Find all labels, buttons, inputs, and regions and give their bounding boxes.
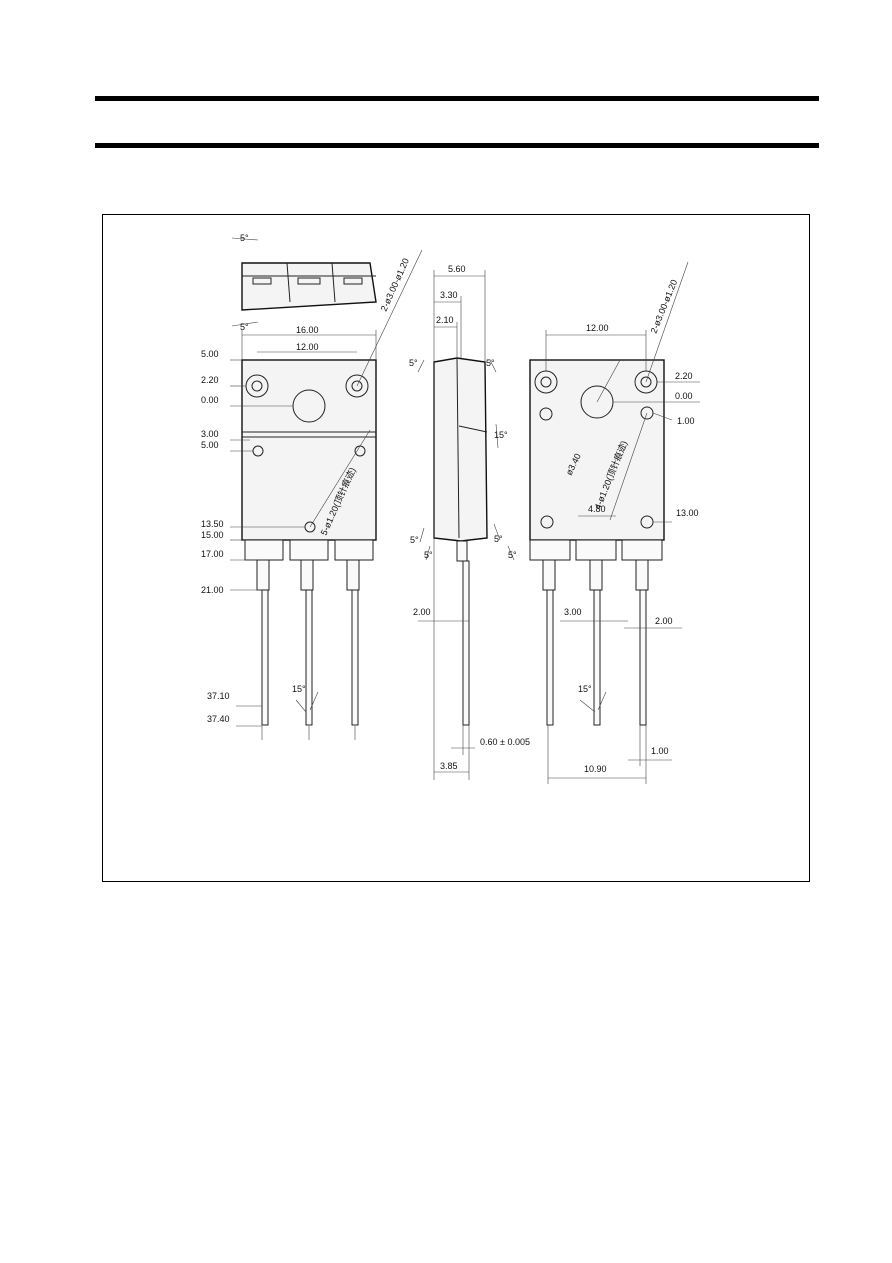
back-body xyxy=(529,359,665,541)
front-width-16: 16.00 xyxy=(296,325,319,335)
side-angle-mid: 15° xyxy=(494,430,508,440)
side-angle-bottom-left-2: 5° xyxy=(424,550,433,560)
side-dim-3-85: 3.85 xyxy=(440,761,458,771)
front-dim-37-40: 37.40 xyxy=(207,714,230,724)
back-angle-lead: 15° xyxy=(578,684,592,694)
back-dim-12-00: 12.00 xyxy=(586,323,609,333)
side-view: 5.60 3.30 2.10 5° 5° 15° 5° 5° 5° 5° 2.0… xyxy=(409,264,530,780)
side-dim-lead-thickness: 0.60 ± 0.005 xyxy=(480,737,530,747)
back-dim-2-20: 2.20 xyxy=(675,371,693,381)
back-view: 12.00 2.20 0.00 1.00 13.00 4.80 3.00 2.0… xyxy=(529,261,700,784)
back-dim-1-00-lead: 1.00 xyxy=(651,746,669,756)
front-angle-bottom: 5° xyxy=(240,322,249,332)
front-dim-21-00: 21.00 xyxy=(201,585,224,595)
front-view: 5° 5° 16.00 12.00 5.00 2.20 0.00 3.00 5.… xyxy=(201,233,423,740)
side-angle-bottom-right-2: 5° xyxy=(508,550,517,560)
back-dim-2-00: 2.00 xyxy=(655,616,673,626)
drawing-frame xyxy=(102,214,810,882)
header-rule-top xyxy=(95,96,819,101)
front-dim-37-10: 37.10 xyxy=(207,691,230,701)
front-dim-15-00: 15.00 xyxy=(201,530,224,540)
front-width-12: 12.00 xyxy=(296,342,319,352)
side-dim-2-00: 2.00 xyxy=(413,607,431,617)
front-angle-top: 5° xyxy=(240,233,249,243)
side-angle-top-right: 5° xyxy=(486,358,495,368)
front-angle-lead: 15° xyxy=(292,684,306,694)
side-dim-2-10: 2.10 xyxy=(436,315,454,325)
header-rule-bottom xyxy=(95,143,819,148)
side-angle-bottom-left-1: 5° xyxy=(410,535,419,545)
back-dim-1-00: 1.00 xyxy=(677,416,695,426)
front-dim-5a: 5.00 xyxy=(201,349,219,359)
front-dim-0-00: 0.00 xyxy=(201,395,219,405)
front-dim-5b: 5.00 xyxy=(201,440,219,450)
front-hole-note: 2-ø3.00-ø1.20 xyxy=(379,257,411,313)
top-end-view xyxy=(231,237,377,327)
front-dim-13-50: 13.50 xyxy=(201,519,224,529)
back-dim-4-80: 4.80 xyxy=(588,504,606,514)
front-dim-3-00: 3.00 xyxy=(201,429,219,439)
side-dim-3-30: 3.30 xyxy=(440,290,458,300)
back-dim-10-90: 10.90 xyxy=(584,764,607,774)
back-dim-0-00: 0.00 xyxy=(675,391,693,401)
back-dim-3-00: 3.00 xyxy=(564,607,582,617)
mount-hole-right xyxy=(345,374,369,398)
side-body xyxy=(433,357,488,542)
side-angle-top-left: 5° xyxy=(409,358,418,368)
back-dim-13-00: 13.00 xyxy=(676,508,699,518)
front-dim-2-20: 2.20 xyxy=(201,375,219,385)
side-dim-5-60: 5.60 xyxy=(448,264,466,274)
side-angle-bottom-right-1: 5° xyxy=(494,534,503,544)
back-hole-note: 2-ø3.00-ø1.20 xyxy=(649,278,680,335)
front-dim-17-00: 17.00 xyxy=(201,549,224,559)
